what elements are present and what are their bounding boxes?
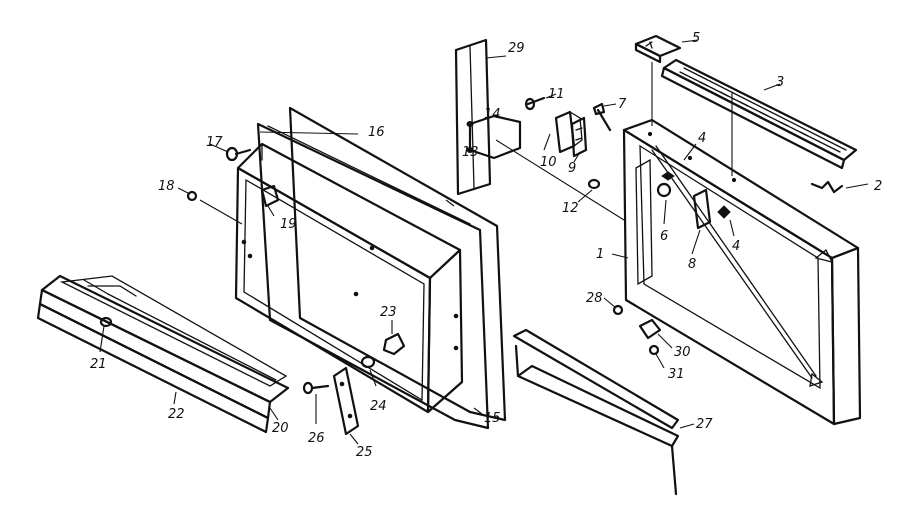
callout-10: 10 — [540, 155, 557, 170]
callout-15: 15 — [484, 411, 501, 426]
callout-19: 19 — [280, 217, 297, 232]
bracket-25 — [332, 366, 360, 436]
leader-lines — [99, 39, 869, 445]
callout-5: 5 — [692, 31, 700, 46]
callout-13: 13 — [462, 145, 479, 160]
callout-18: 18 — [158, 179, 175, 194]
callout-17: 17 — [206, 135, 223, 150]
callout-31: 31 — [668, 367, 685, 382]
callout-4-mid: 4 — [732, 239, 740, 254]
hinge-14 — [466, 114, 522, 160]
screw-12 — [587, 178, 601, 190]
callout-22: 22 — [168, 407, 185, 422]
rail-3 — [660, 58, 858, 170]
callout-29: 29 — [508, 41, 525, 56]
bracket-9 — [570, 116, 588, 158]
gasket-panel-16 — [256, 106, 507, 430]
callout-14: 14 — [484, 107, 501, 122]
panel-27 — [512, 328, 680, 496]
door-liner-box — [234, 142, 464, 414]
frame-1 — [622, 118, 862, 426]
callout-26: 26 — [308, 431, 325, 446]
callout-1: 1 — [596, 247, 604, 262]
screw-7 — [592, 102, 612, 132]
bracket-30 — [638, 318, 662, 340]
callout-2: 2 — [874, 179, 882, 194]
callout-3: 3 — [776, 75, 784, 90]
callout-20: 20 — [272, 421, 289, 436]
callout-8: 8 — [688, 257, 696, 272]
callout-24: 24 — [370, 399, 387, 414]
nut-24 — [360, 355, 376, 369]
grommet-28 — [612, 304, 624, 316]
callout-labels: 29 5 3 11 7 14 13 10 9 4 17 16 18 19 12 … — [90, 31, 882, 460]
callout-4-top: 4 — [698, 131, 706, 146]
cap-5 — [634, 34, 682, 64]
handle-assembly-22 — [36, 274, 290, 434]
screw-17 — [225, 146, 252, 162]
bracket-10 — [554, 110, 583, 154]
callout-30: 30 — [674, 345, 691, 360]
hinge-strip-29 — [454, 38, 492, 196]
clip-19 — [260, 184, 280, 208]
callout-6: 6 — [660, 229, 668, 244]
callout-25: 25 — [356, 445, 373, 460]
callout-12: 12 — [562, 201, 579, 216]
nut-23 — [382, 332, 406, 356]
callout-11: 11 — [548, 87, 565, 102]
callout-28: 28 — [586, 291, 603, 306]
callout-16: 16 — [368, 125, 385, 140]
callout-9: 9 — [568, 161, 576, 176]
washer-18 — [186, 190, 198, 202]
clip-2 — [810, 180, 844, 194]
callout-23: 23 — [380, 305, 397, 320]
callout-7: 7 — [618, 97, 627, 112]
callout-21: 21 — [90, 357, 107, 372]
screw-26 — [302, 381, 330, 395]
callout-27: 27 — [696, 417, 713, 432]
screw-11 — [524, 96, 546, 111]
screw-31 — [648, 344, 660, 356]
